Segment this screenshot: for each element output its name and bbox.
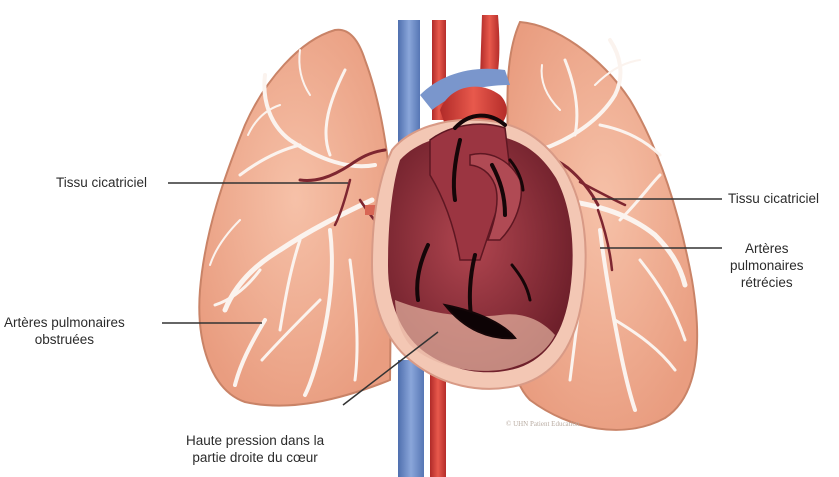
narrowed-arteries-line-2: pulmonaires: [730, 257, 804, 274]
obstructed-arteries-line-1: Artères pulmonaires: [4, 314, 125, 331]
high-pressure-line-2: partie droite du cœur: [186, 449, 324, 466]
label-narrowed-arteries: Artères pulmonaires rétrécies: [730, 240, 804, 291]
scar-tissue-right-text: Tissu cicatriciel: [728, 190, 819, 207]
label-obstructed-arteries: Artères pulmonaires obstruées: [4, 314, 125, 348]
scar-tissue-left-text: Tissu cicatriciel: [56, 174, 147, 191]
obstructed-arteries-line-2: obstruées: [4, 331, 125, 348]
high-pressure-line-1: Haute pression dans la: [186, 432, 324, 449]
heart: [372, 116, 586, 389]
label-scar-tissue-right: Tissu cicatriciel: [728, 190, 819, 207]
copyright-notice: © UHN Patient Education: [506, 420, 580, 428]
label-scar-tissue-left: Tissu cicatriciel: [56, 174, 147, 191]
narrowed-arteries-line-3: rétrécies: [730, 274, 804, 291]
left-lung: [199, 30, 392, 406]
label-high-pressure: Haute pression dans la partie droite du …: [186, 432, 324, 466]
narrowed-arteries-line-1: Artères: [730, 240, 804, 257]
